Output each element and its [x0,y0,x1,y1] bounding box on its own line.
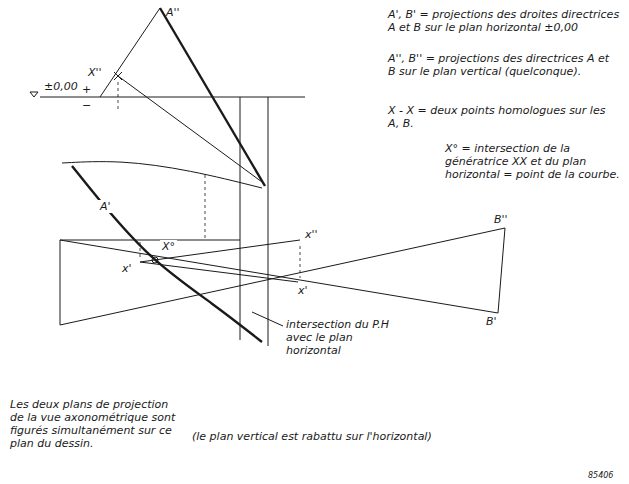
point-label: x' [298,284,308,297]
directrix-a-horizontal [72,166,262,342]
curve-point [152,257,158,263]
note-text: A', B' = projections des droites directr… [388,8,620,34]
level-line [40,97,305,98]
projection-line [300,246,301,278]
point-label: A' [98,200,113,213]
directrix-a-curve [62,162,262,188]
point-label: + [82,83,91,96]
vertical-plane-edge [100,8,160,97]
point-label: − [82,99,91,112]
projection-line [118,82,119,112]
point-label: ±0,00 [44,80,78,93]
plane-edge [60,240,240,241]
note-text: Les deux plans de projection de la vue a… [10,398,185,450]
note-text: X° = intersection de la génératrice XX e… [445,142,621,181]
ground-line [240,97,241,340]
ground-line [268,97,269,346]
note-text: A'', B'' = projections des directrices A… [388,52,620,78]
generatrix-line [140,240,300,262]
plane-edge [60,240,61,325]
plane-edge [498,228,505,313]
note-text: X - X = deux points homologues sur les A… [388,104,620,130]
directrix-b-vertical [60,228,505,325]
point-label: B'' [494,213,508,226]
point-label: 85406 [588,469,613,482]
level-triangle [30,92,38,97]
directrix-b-horizontal [60,240,498,313]
point-label: X'' [88,66,102,79]
note-text: intersection du P.H avec le plan horizon… [286,318,404,357]
point-label: X° [160,240,177,253]
generatrix-line [140,262,298,282]
point-label: x'' [305,228,318,241]
note-text: (le plan vertical est rabattu sur l'hori… [192,430,462,443]
projection-line [205,175,206,240]
point-label: B' [486,315,497,328]
point-mark [114,72,122,80]
projection-line [140,242,141,258]
point-label: A'' [166,6,180,19]
leader-line [252,312,283,326]
point-label: x' [122,262,132,275]
